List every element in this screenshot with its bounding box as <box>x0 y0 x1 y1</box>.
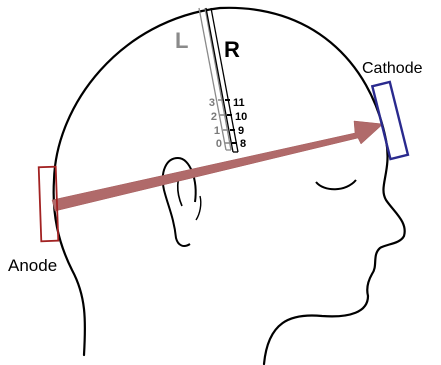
cathode-electrode <box>372 82 408 159</box>
contact-left-0: 0 <box>216 138 222 150</box>
contact-left-2: 2 <box>211 111 217 123</box>
contact-right-8: 8 <box>240 138 246 150</box>
contact-right-10: 10 <box>235 111 247 123</box>
closed-eye <box>316 180 356 189</box>
lead-left-label: L <box>175 28 188 53</box>
cathode-label: Cathode <box>362 60 423 77</box>
lead-right-label: R <box>224 37 240 62</box>
contact-left-3: 3 <box>209 97 215 109</box>
contact-right-9: 9 <box>238 125 244 137</box>
contact-right-11: 11 <box>233 97 245 109</box>
ear-lobe-detail <box>196 196 201 220</box>
anode-label: Anode <box>8 256 57 275</box>
contact-left-1: 1 <box>214 125 220 137</box>
